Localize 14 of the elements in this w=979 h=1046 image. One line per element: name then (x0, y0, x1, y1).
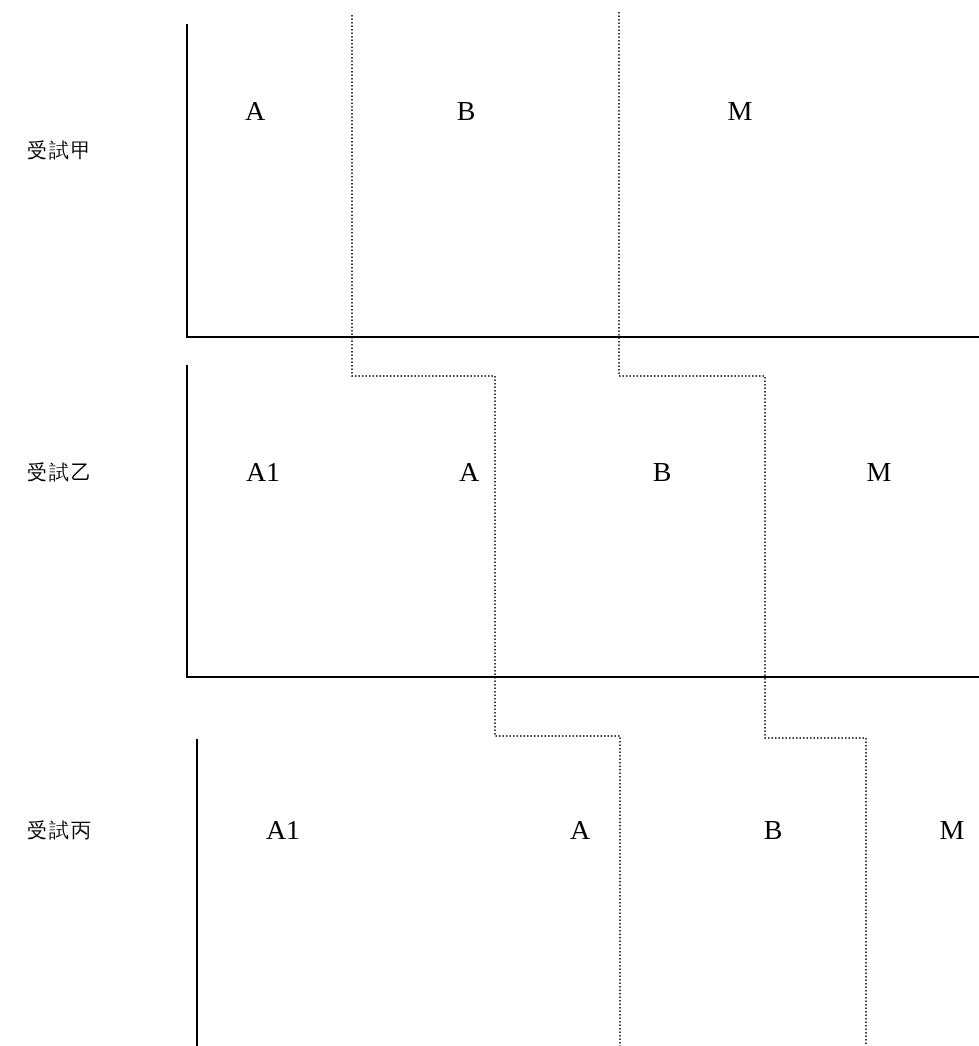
participant-label: 受試丙 (27, 817, 93, 843)
participant-label: 受試乙 (27, 459, 93, 485)
phase-label: B (652, 456, 672, 488)
participant-label: 受試甲 (27, 137, 93, 163)
phase-label: A (458, 456, 480, 488)
phase-label: A1 (265, 814, 301, 846)
phase-label: A (244, 95, 266, 127)
phase-label: A1 (245, 456, 281, 488)
phase-label: B (456, 95, 476, 127)
phase-label: M (939, 814, 965, 846)
phase-label: B (763, 814, 783, 846)
phase-label: M (727, 95, 753, 127)
phase-label: A (569, 814, 591, 846)
phase-label: M (866, 456, 892, 488)
